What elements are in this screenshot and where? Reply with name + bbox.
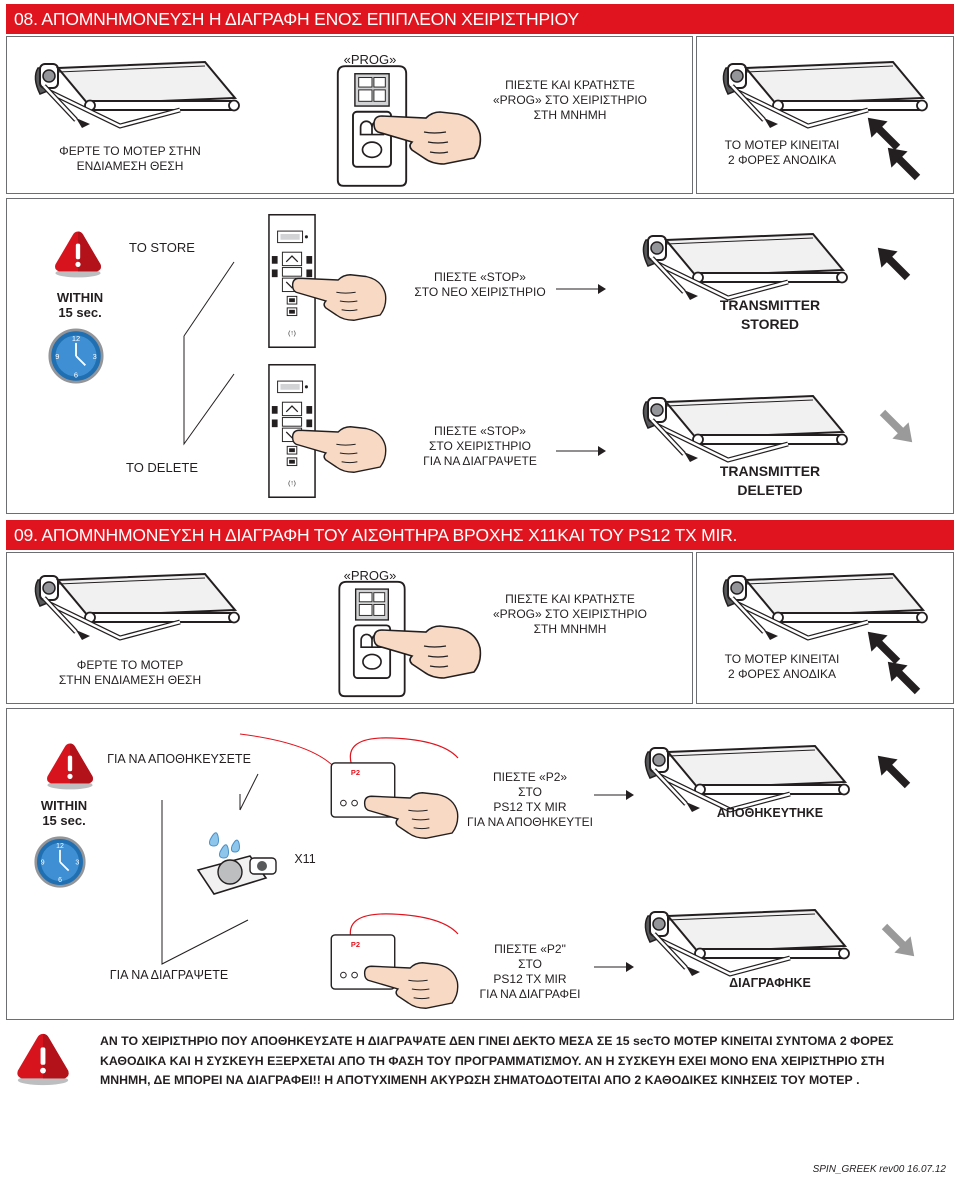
- delete-label: ΓΙΑ ΝΑ ΔΙΑΓΡΑΨΕΤΕ: [109, 968, 229, 982]
- warning-icon: [14, 1030, 72, 1088]
- stored-text: ΑΠΟΘΗΚΕΥΤΗΚΕ: [716, 806, 824, 820]
- footer: SPIN_GREEK rev00 16.07.12: [812, 1164, 946, 1175]
- hand-icon: [284, 252, 394, 322]
- awning-icon: [640, 904, 850, 984]
- red-wire: [349, 737, 459, 767]
- awning-icon: [30, 568, 240, 648]
- sec09-step2-text: ΠΙΕΣΤΕ ΚΑΙ ΚΡΑΤΗΣΤΕ«PROG» ΣΤΟ ΧΕΙΡΙΣΤΗΡΙ…: [493, 592, 647, 636]
- rain-sensor-icon: [190, 826, 290, 906]
- warning-note: ΑΝ ΤΟ ΧΕΙΡΙΣΤΗΡΙΟ ΠΟΥ ΑΠΟΘΗΚΕΥΣΑΤΕ Η ΔΙΑ…: [100, 1034, 894, 1087]
- section-09-title: 09. ΑΠΟΜΝΗΜΟΝΕΥΣΗ Η ΔΙΑΓΡΑΦΗ ΤΟΥ ΑΙΣΘΗΤΗ…: [6, 520, 954, 550]
- store-label: ΓΙΑ ΝΑ ΑΠΟΘΗΚΕΥΣΕΤΕ: [107, 752, 251, 766]
- store-instr-text: ΠΙΕΣΤΕ «STOP»ΣΤΟ ΝΕΟ ΧΕΙΡΙΣΤΗΡΙΟ: [414, 270, 546, 299]
- prog-label: «PROG»: [343, 568, 397, 583]
- to-delete-label: TO DELETE: [125, 460, 198, 475]
- hand-icon: [356, 770, 466, 840]
- arrow-right-icon: [594, 790, 634, 800]
- hand-icon: [356, 940, 466, 1010]
- section-08-title: 08. ΑΠΟΜΝΗΜΟΝΕΥΣΗ Η ΔΙΑΓΡΑΦΗ ΕΝΟΣ ΕΠΙΠΛΕ…: [6, 4, 954, 34]
- warning-icon: [44, 740, 96, 792]
- arrow-up-icon: [876, 246, 912, 282]
- sensor-label: X11: [294, 852, 316, 866]
- branch-lines: [183, 261, 235, 446]
- arrow-right-icon: [556, 284, 606, 294]
- arrow-right-icon: [594, 962, 634, 972]
- arrow-up-icon: [876, 754, 912, 790]
- sec08-step2-text: ΠΙΕΣΤΕ ΚΑΙ ΚΡΑΤΗΣΤΕ«PROG» ΣΤΟ ΧΕΙΡΙΣΤΗΡΙ…: [493, 78, 647, 122]
- red-wire: [349, 913, 459, 943]
- to-store-label: TO STORE: [129, 240, 195, 255]
- arrow-right-icon: [556, 446, 606, 456]
- awning-icon: [638, 390, 848, 470]
- awning-icon: [30, 56, 240, 136]
- arrow-up-icon: [886, 660, 922, 696]
- warning-icon: [52, 228, 104, 280]
- clock-icon: [34, 836, 86, 888]
- arrow-down-icon: [876, 918, 912, 954]
- arrow-down-icon: [874, 404, 910, 440]
- hand-icon: [372, 600, 482, 680]
- deleted-text: ΔΙΑΓΡΑΦΗΚΕ: [729, 976, 811, 990]
- arrow-up-icon: [886, 146, 922, 182]
- clock-icon: [48, 328, 104, 384]
- hand-icon: [372, 86, 482, 166]
- hand-icon: [284, 404, 394, 474]
- prog-label: «PROG»: [343, 52, 397, 67]
